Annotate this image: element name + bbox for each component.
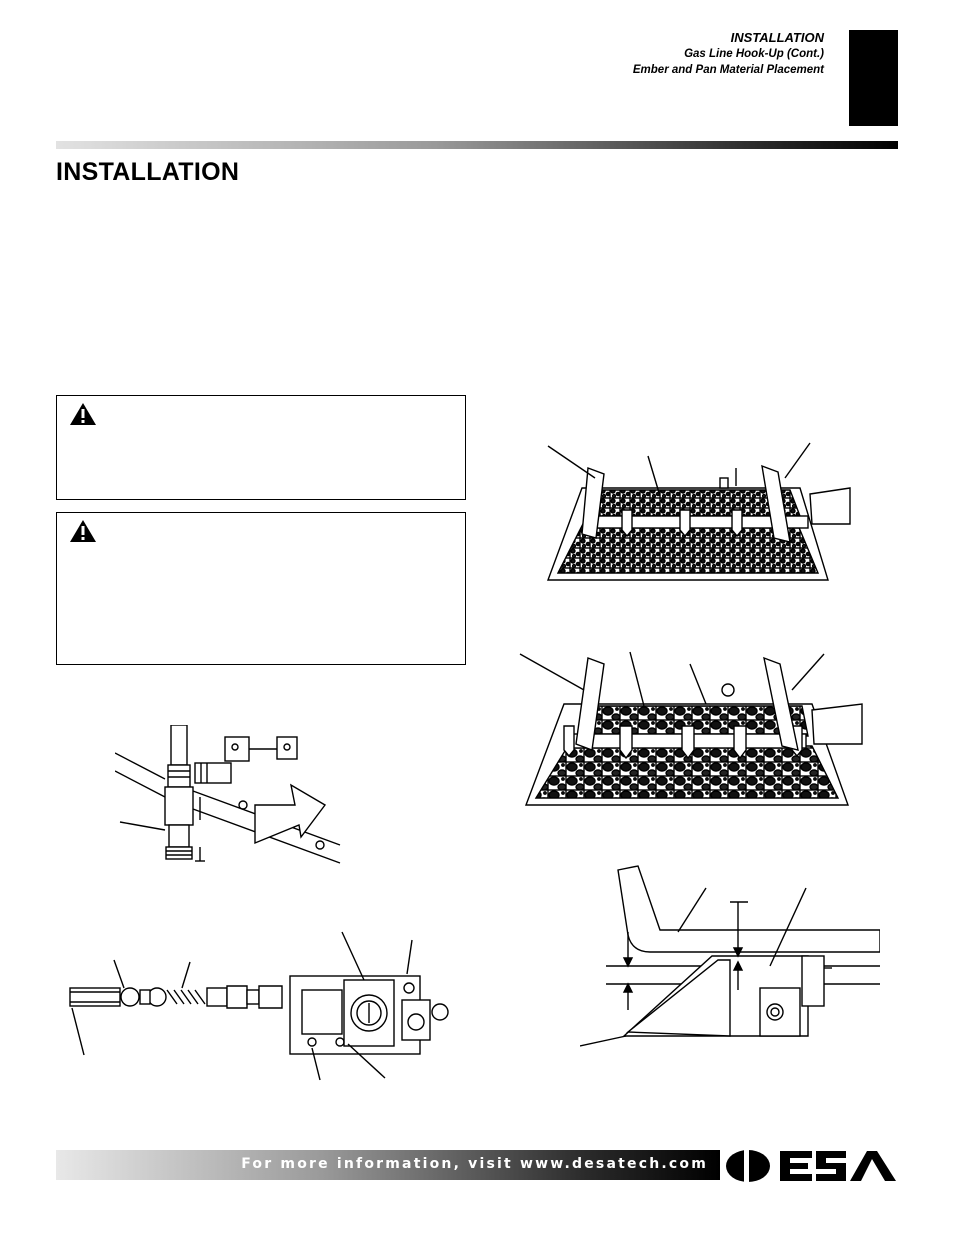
running-header: INSTALLATION Gas Line Hook-Up (Cont.) Em…	[633, 30, 824, 78]
section-tab	[849, 30, 898, 126]
header-section: INSTALLATION	[730, 30, 824, 45]
warning-triangle-icon	[70, 520, 96, 542]
page-title: INSTALLATION	[56, 158, 240, 186]
header-subtitle-1: Gas Line Hook-Up (Cont.)	[684, 48, 824, 60]
footer-bar: For more information, visit www.desatech…	[56, 1150, 720, 1180]
warning-box-1	[56, 395, 466, 500]
ember-material-grate-figure	[540, 438, 860, 588]
pipe-tee-fitting-figure	[115, 725, 355, 870]
warning-box-2	[56, 512, 466, 665]
pan-material-grate-figure	[512, 650, 882, 810]
footer-website-text[interactable]: For more information, visit www.desatech…	[241, 1156, 708, 1172]
header-rule	[56, 141, 898, 149]
gas-control-valve-figure	[62, 930, 452, 1090]
warning-triangle-icon	[70, 403, 96, 425]
desa-logo	[724, 1146, 899, 1186]
grate-burner-side-view-figure	[580, 860, 880, 1060]
header-subtitle-2: Ember and Pan Material Placement	[632, 64, 824, 76]
